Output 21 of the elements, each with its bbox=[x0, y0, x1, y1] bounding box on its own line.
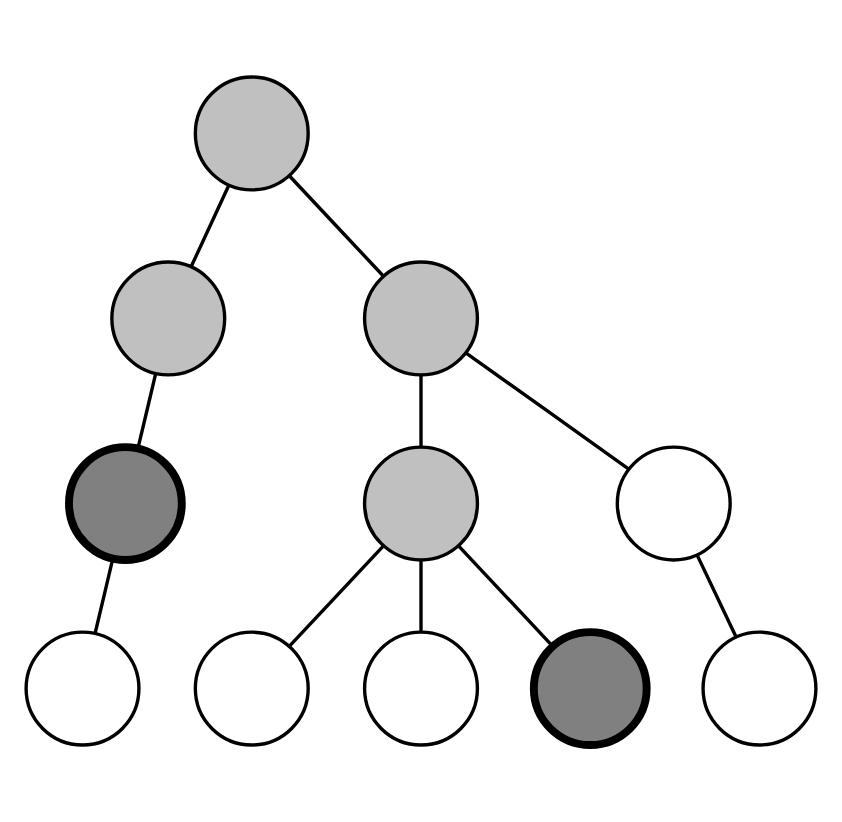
connector bbox=[419, 374, 423, 447]
node-circle bbox=[701, 630, 818, 747]
connector bbox=[457, 544, 554, 648]
connector bbox=[419, 559, 423, 632]
node-circle bbox=[110, 260, 227, 377]
node-circle bbox=[529, 628, 651, 749]
node-circle bbox=[615, 445, 732, 562]
node-circle bbox=[362, 260, 480, 377]
node-circle bbox=[362, 630, 480, 747]
node-circle bbox=[362, 445, 480, 562]
node-circle bbox=[65, 443, 186, 564]
node-circle bbox=[193, 630, 310, 747]
connector bbox=[93, 558, 115, 634]
node-circle bbox=[24, 630, 141, 747]
node-circle bbox=[193, 75, 310, 192]
connector bbox=[189, 185, 231, 268]
connector bbox=[288, 174, 385, 278]
connector bbox=[136, 373, 158, 449]
connector bbox=[695, 554, 738, 638]
connector bbox=[465, 351, 630, 471]
connector bbox=[288, 544, 385, 648]
